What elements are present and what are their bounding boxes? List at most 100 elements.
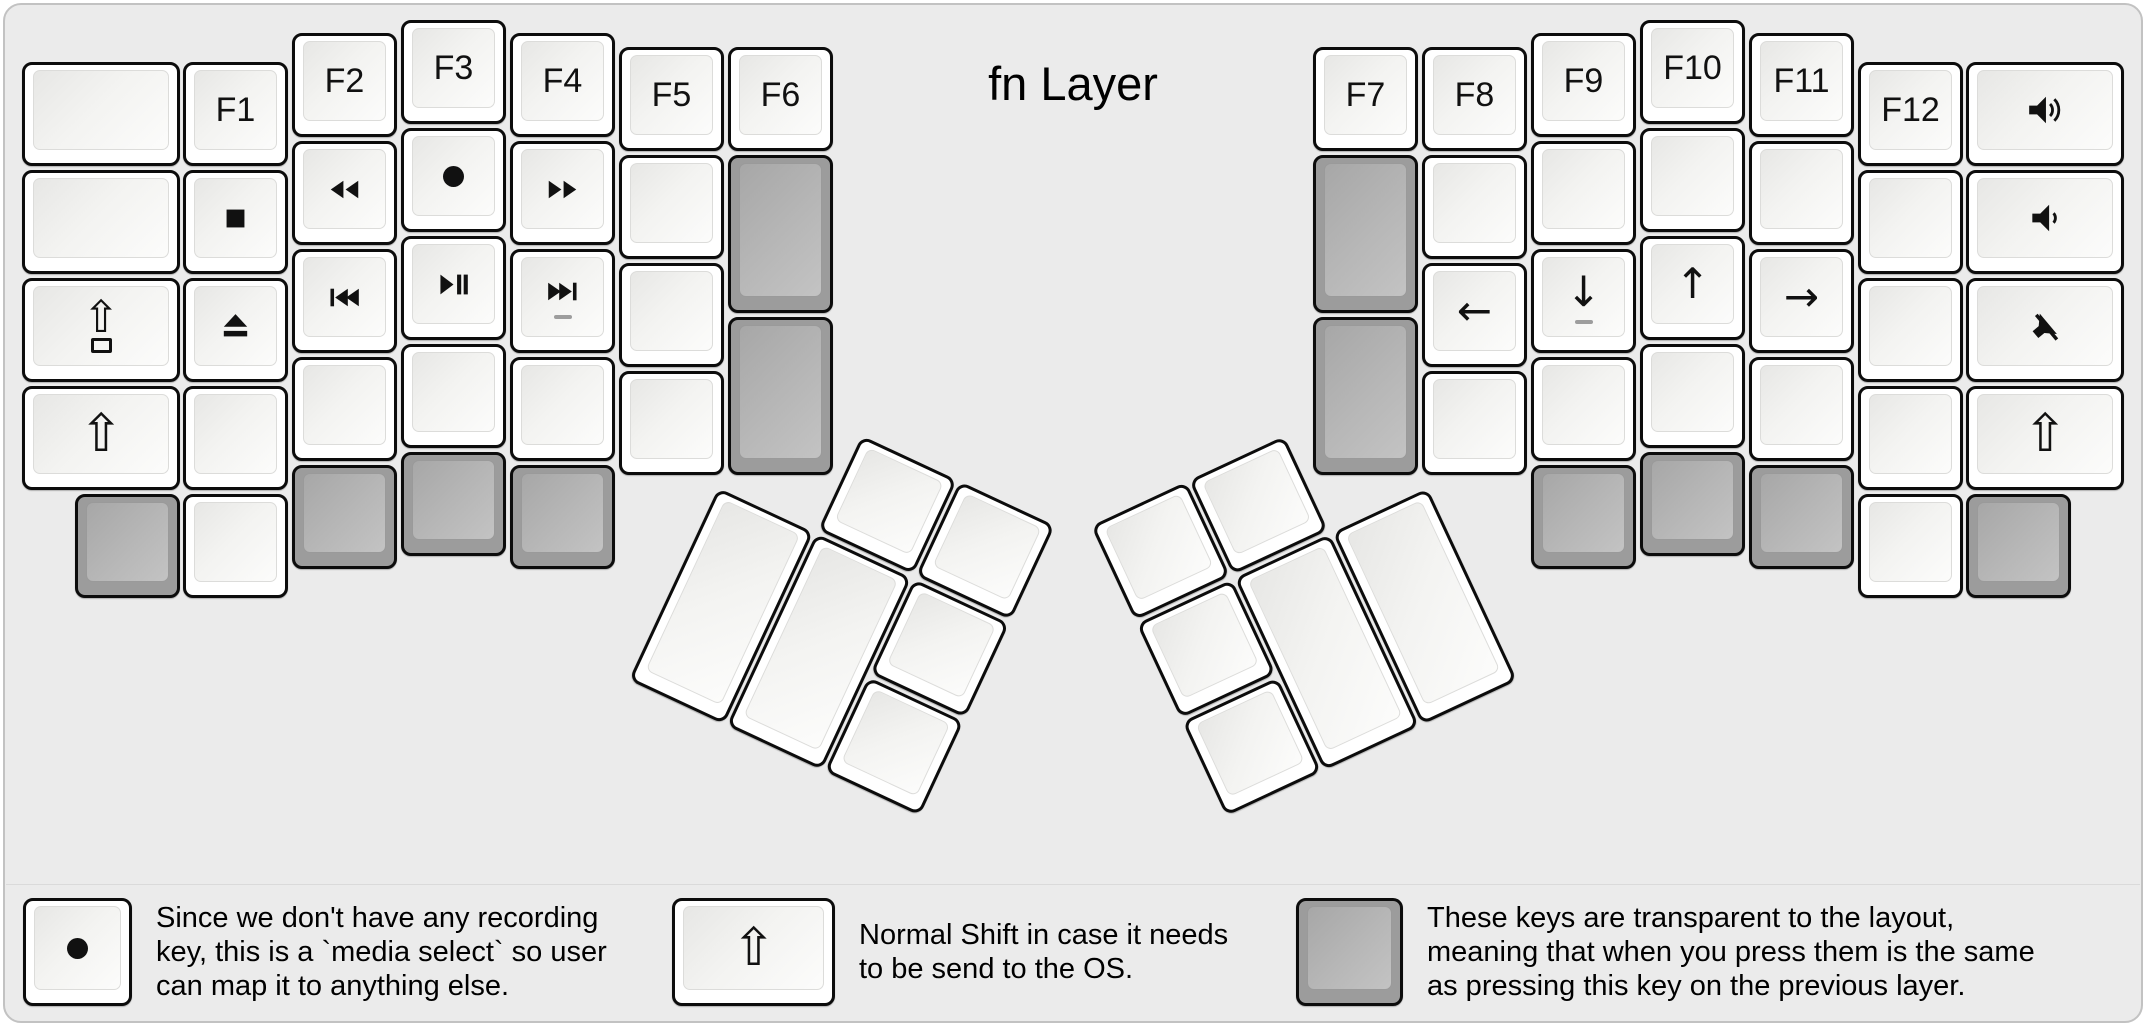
key-blank-l1-r3[interactable] — [183, 386, 288, 490]
key-next-track-cap — [521, 257, 604, 337]
key-blank-r3-r3[interactable] — [1640, 344, 1745, 448]
key-blank-r1-r1[interactable] — [1858, 170, 1963, 274]
key-rewind[interactable] — [292, 141, 397, 245]
key-transparent-l3-bottom[interactable] — [401, 452, 506, 556]
key-caps-lock-cap: ⇧ — [33, 286, 169, 366]
key-arrow-left[interactable]: ← — [1422, 263, 1527, 367]
key-transparent-l2-bottom[interactable] — [292, 465, 397, 569]
key-transparent-r3-bottom[interactable] — [1640, 452, 1745, 556]
key-f3[interactable]: F3 — [401, 20, 506, 124]
legend-media-select-key[interactable] — [23, 898, 132, 1006]
key-f11-label: F11 — [1773, 62, 1830, 100]
key-blank-r5-r1[interactable] — [1422, 155, 1527, 259]
volume-up-icon — [2026, 91, 2064, 129]
key-f10[interactable]: F10 — [1640, 20, 1745, 124]
key-transparent-l4-bottom[interactable] — [510, 465, 615, 569]
key-f2-label: F2 — [324, 62, 365, 100]
key-f1[interactable]: F1 — [183, 62, 288, 166]
key-blank-l5-r3[interactable] — [619, 371, 724, 475]
record-icon — [436, 159, 471, 194]
key-thumb-right-top-outer-cap — [1104, 493, 1214, 602]
key-eject[interactable] — [183, 278, 288, 382]
key-blank-l3-r3[interactable] — [401, 344, 506, 448]
shift-icon: ⇧ — [79, 404, 123, 464]
key-f4[interactable]: F4 — [510, 33, 615, 137]
legend-normal-shift-key[interactable]: ⇧ — [672, 898, 835, 1006]
key-transparent-l6-tall-lower[interactable] — [728, 317, 833, 475]
legend-normal-shift-key-cap: ⇧ — [683, 906, 824, 990]
key-f8-label: F8 — [1454, 76, 1495, 114]
key-record[interactable] — [401, 128, 506, 232]
key-f6[interactable]: F6 — [728, 47, 833, 151]
legend-line: to be send to the OS. — [859, 953, 1134, 985]
key-transparent-r4-bottom[interactable] — [1531, 465, 1636, 569]
key-f11[interactable]: F11 — [1749, 33, 1854, 137]
key-f3-cap: F3 — [412, 28, 495, 108]
key-blank-left-outer-r0[interactable] — [22, 62, 180, 166]
key-blank-r1-bottom[interactable] — [1858, 494, 1963, 598]
key-blank-l4-r3[interactable] — [510, 357, 615, 461]
homing-dash — [553, 315, 572, 319]
mute-icon — [2026, 307, 2064, 345]
key-shift-left[interactable]: ⇧ — [22, 386, 180, 490]
key-f5[interactable]: F5 — [619, 47, 724, 151]
fast-forward-icon — [546, 173, 579, 206]
key-prev-track-cap — [303, 257, 386, 337]
key-blank-r5-r3[interactable] — [1422, 371, 1527, 475]
key-transparent-left-bottom[interactable] — [75, 494, 180, 598]
key-blank-l5-r2[interactable] — [619, 263, 724, 367]
key-f12[interactable]: F12 — [1858, 62, 1963, 166]
legend-transparent-keys: These keys are transparent to the layout… — [1296, 898, 2035, 1006]
key-transparent-right-bottom[interactable] — [1966, 494, 2071, 598]
key-mute-cap — [1977, 286, 2113, 366]
key-transparent-r6-tall-lower[interactable] — [1313, 317, 1418, 475]
key-f2-cap: F2 — [303, 41, 386, 121]
key-blank-left-outer-r1[interactable] — [22, 170, 180, 274]
key-prev-track[interactable] — [292, 249, 397, 353]
key-f10-cap: F10 — [1651, 28, 1734, 108]
key-caps-lock[interactable]: ⇧ — [22, 278, 180, 382]
key-blank-r2-r3[interactable] — [1749, 357, 1854, 461]
key-blank-r1-r3[interactable] — [1858, 386, 1963, 490]
key-play-pause[interactable] — [401, 236, 506, 340]
key-volume-up[interactable] — [1966, 62, 2124, 166]
homing-dash — [1574, 319, 1593, 324]
key-f7[interactable]: F7 — [1313, 47, 1418, 151]
key-f5-label: F5 — [651, 76, 692, 114]
key-f9[interactable]: F9 — [1531, 33, 1636, 137]
key-transparent-l6-tall-upper[interactable] — [728, 155, 833, 313]
key-fast-forward-cap — [521, 149, 604, 229]
key-f8[interactable]: F8 — [1422, 47, 1527, 151]
up-arrow-icon: ↑ — [1674, 259, 1711, 308]
key-blank-l4-r3-cap — [521, 365, 604, 445]
key-blank-r1-r2[interactable] — [1858, 278, 1963, 382]
key-arrow-up[interactable]: ↑ — [1640, 236, 1745, 340]
key-thumb-left-mid-cap — [886, 591, 996, 699]
legend-media-select-text: Since we don't have any recording key, t… — [156, 901, 607, 1003]
key-blank-l1-bottom[interactable] — [183, 494, 288, 598]
key-fast-forward[interactable] — [510, 141, 615, 245]
key-volume-down[interactable] — [1966, 170, 2124, 274]
key-blank-left-outer-r0-cap — [33, 70, 169, 150]
key-f2[interactable]: F2 — [292, 33, 397, 137]
key-blank-l5-r1[interactable] — [619, 155, 724, 259]
key-f7-cap: F7 — [1324, 55, 1407, 135]
key-arrow-down[interactable]: ↓ — [1531, 249, 1636, 353]
key-transparent-r6-tall-upper[interactable] — [1313, 155, 1418, 313]
key-blank-r4-r3[interactable] — [1531, 357, 1636, 461]
key-mute[interactable] — [1966, 278, 2124, 382]
legend-transparent-key[interactable] — [1296, 898, 1403, 1006]
key-shift-right[interactable]: ⇧ — [1966, 386, 2124, 490]
key-transparent-r2-bottom[interactable] — [1749, 465, 1854, 569]
play-pause-icon — [437, 268, 470, 301]
key-arrow-up-cap: ↑ — [1651, 244, 1734, 324]
key-blank-r3-r1[interactable] — [1640, 128, 1745, 232]
key-next-track[interactable] — [510, 249, 615, 353]
key-volume-down-cap — [1977, 178, 2113, 258]
key-volume-up-cap — [1977, 70, 2113, 150]
key-blank-r2-r1[interactable] — [1749, 141, 1854, 245]
key-blank-r4-r1[interactable] — [1531, 141, 1636, 245]
key-stop[interactable] — [183, 170, 288, 274]
key-arrow-right[interactable]: → — [1749, 249, 1854, 353]
key-blank-l2-r3[interactable] — [292, 357, 397, 461]
